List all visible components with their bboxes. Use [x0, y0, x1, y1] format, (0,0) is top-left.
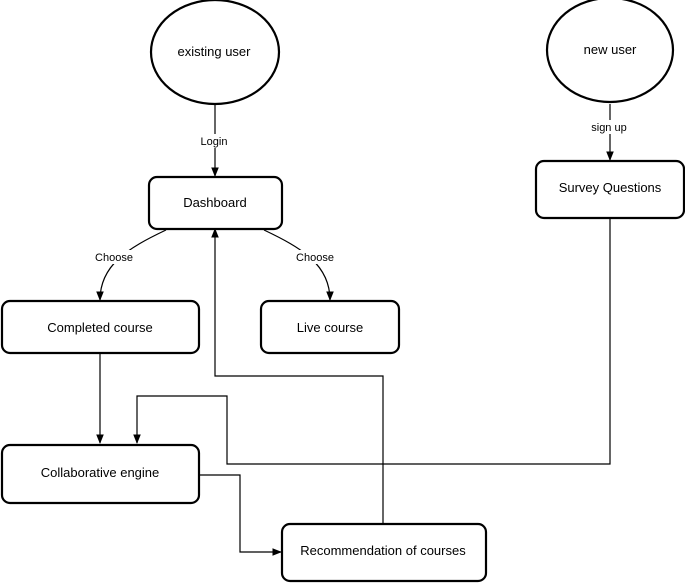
edge-label-signup: sign up	[591, 122, 626, 134]
edge-choose-live: Choose	[263, 229, 340, 301]
edge-label-login: Login	[201, 136, 228, 148]
node-existing-user-label: existing user	[178, 44, 252, 59]
node-collaborative-engine: Collaborative engine	[0, 443, 201, 505]
node-new-user: new user	[545, 0, 675, 104]
node-collab-label: Collaborative engine	[41, 465, 160, 480]
node-recommend-label: Recommendation of courses	[300, 543, 466, 558]
edge-recommend-to-dashboard	[211, 228, 384, 523]
node-existing-user: existing user	[149, 0, 281, 106]
node-survey-label: Survey Questions	[559, 180, 662, 195]
edge-collab-to-recommend	[200, 474, 282, 556]
edge-login: Login	[195, 104, 235, 177]
edge-choose-completed: Choose	[89, 229, 167, 301]
node-dashboard-label: Dashboard	[183, 195, 247, 210]
node-live-course: Live course	[259, 299, 401, 355]
node-recommendation: Recommendation of courses	[280, 522, 488, 583]
node-live-label: Live course	[297, 320, 363, 335]
node-dashboard: Dashboard	[147, 175, 284, 231]
edge-label-choose-right: Choose	[296, 252, 334, 264]
node-completed-label: Completed course	[47, 320, 153, 335]
node-completed-course: Completed course	[0, 299, 201, 355]
node-new-user-label: new user	[584, 42, 637, 57]
edge-label-choose-left: Choose	[95, 252, 133, 264]
node-survey-questions: Survey Questions	[534, 159, 685, 220]
edge-signup: sign up	[583, 104, 635, 161]
edge-survey-to-collab	[133, 219, 611, 465]
